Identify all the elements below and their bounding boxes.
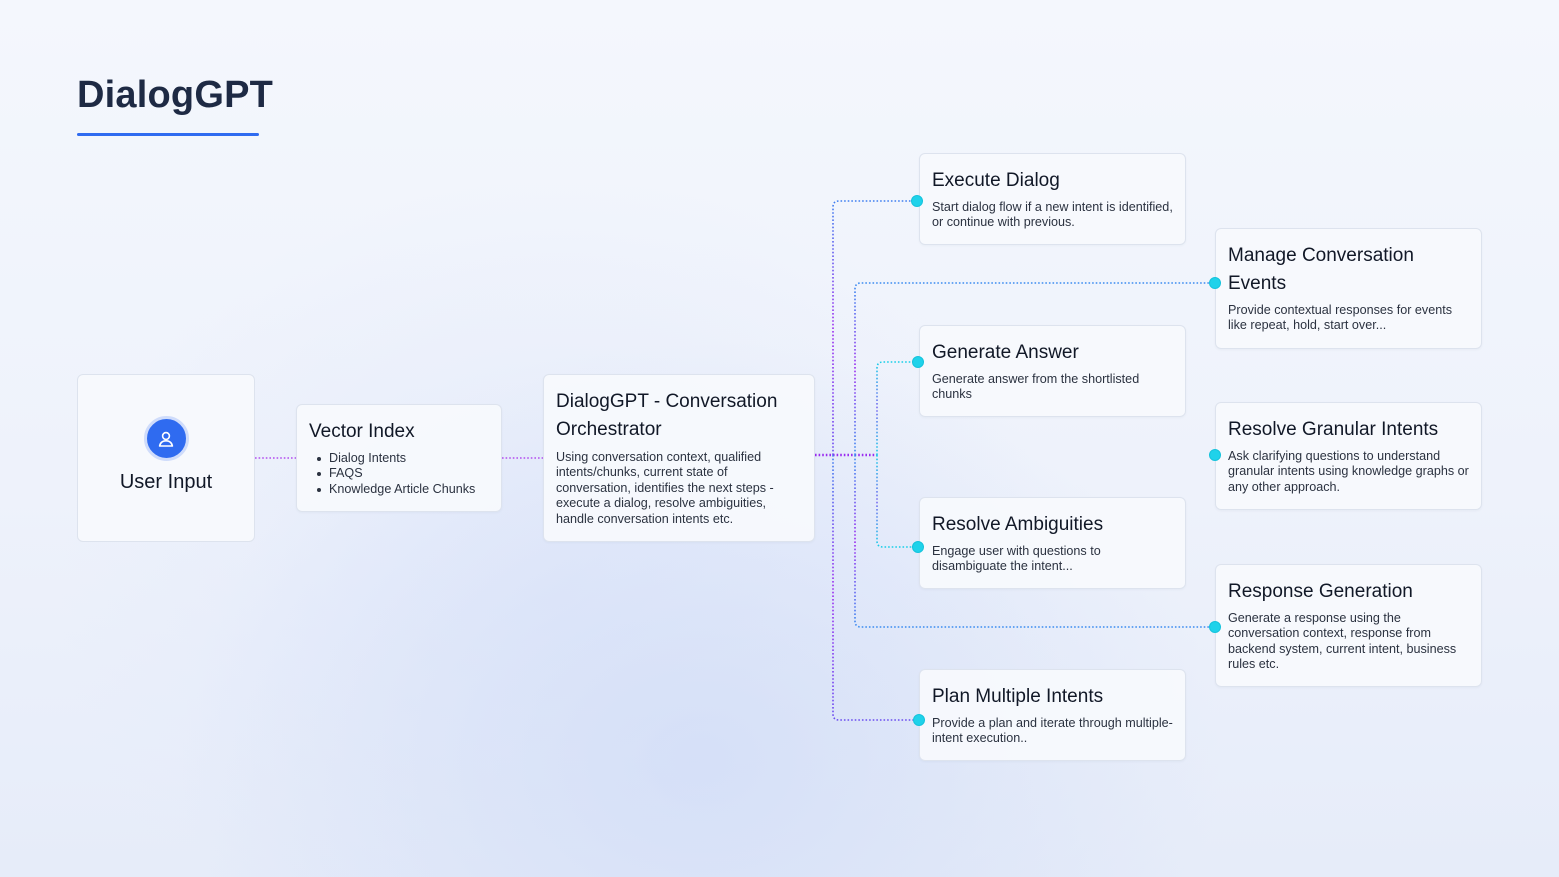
card-title: Response Generation [1228,581,1413,602]
connector-dot [1209,277,1221,289]
connector-dot [912,356,924,368]
manage-conversation-events-card: Manage Conversation Events Provide conte… [1215,228,1482,349]
connector-dot [1209,449,1221,461]
connector-response-generation [854,455,1214,628]
connector-dot [913,714,925,726]
card-title: Resolve Ambiguities [932,514,1104,535]
user-input-card: User Input [77,374,255,542]
card-title: Resolve Granular Intents [1228,419,1439,440]
card-description: Engage user with questions to disambigua… [932,544,1101,574]
card-description: Generate answer from the shortlisted chu… [932,372,1140,402]
card-title: Execute Dialog [932,170,1060,191]
orchestrator-description: Using conversation context, qualified in… [556,450,774,526]
card-description: Generate a response using the conversati… [1228,611,1457,672]
generate-answer-card: Generate Answer Generate answer from the… [919,325,1186,417]
connector-dot [911,195,923,207]
card-title: Generate Answer [932,342,1079,363]
list-item: Knowledge Article Chunks [309,482,489,497]
connector-execute-dialog [832,200,918,455]
plan-multiple-intents-card: Plan Multiple Intents Provide a plan and… [919,669,1186,761]
execute-dialog-card: Execute Dialog Start dialog flow if a ne… [919,153,1186,245]
card-description: Provide a plan and iterate through multi… [932,716,1173,746]
page-title: DialogGPT [77,74,274,116]
user-icon [143,416,189,461]
resolve-ambiguities-card: Resolve Ambiguities Engage user with que… [919,497,1186,589]
card-description: Start dialog flow if a new intent is ide… [932,200,1173,230]
vector-index-card: Vector Index Dialog Intents FAQS Knowled… [296,404,502,512]
connector-plan-multiple [832,455,918,721]
card-title: Manage Conversation Events [1228,245,1414,294]
title-underline [77,133,259,136]
vector-index-title: Vector Index [309,421,415,442]
orchestrator-title: DialogGPT - Conversation Orchestrator [556,391,778,440]
list-item: Dialog Intents [309,451,489,466]
card-description: Provide contextual responses for events … [1228,303,1453,333]
response-generation-card: Response Generation Generate a response … [1215,564,1482,687]
orchestrator-card: DialogGPT - Conversation Orchestrator Us… [543,374,815,542]
connector-dot [1209,621,1221,633]
resolve-granular-intents-card: Resolve Granular Intents Ask clarifying … [1215,402,1482,510]
connector-generate-answer [876,361,918,455]
vector-index-list: Dialog Intents FAQS Knowledge Article Ch… [309,451,489,497]
list-item: FAQS [309,466,489,481]
user-input-label: User Input [119,471,213,493]
connector-resolve-ambiguities [876,455,918,548]
card-description: Ask clarifying questions to understand g… [1228,449,1469,494]
connector-manage-events [854,282,1214,455]
connector-dot [912,541,924,553]
card-title: Plan Multiple Intents [932,686,1104,707]
